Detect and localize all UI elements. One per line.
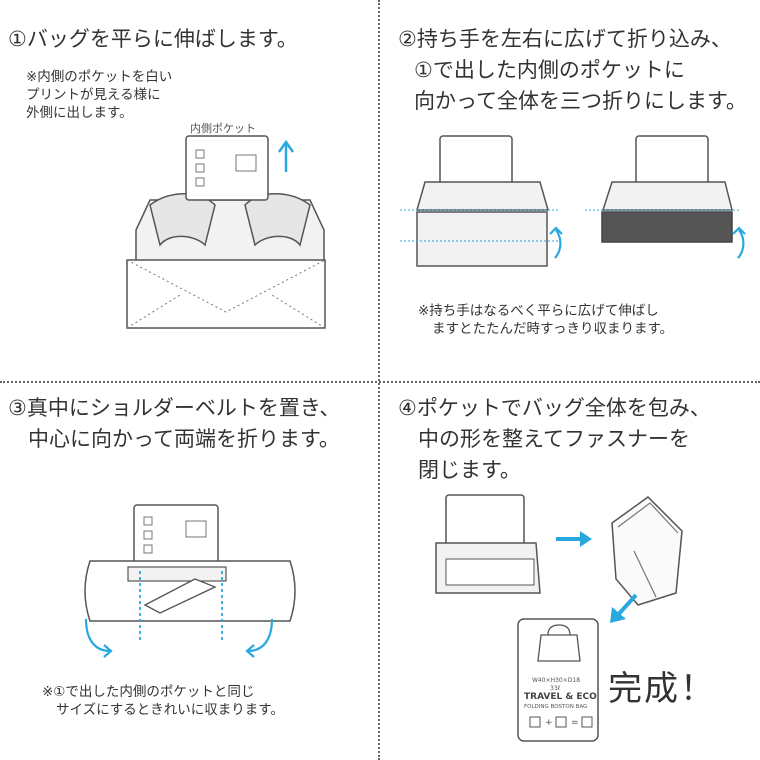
- bag-handle-left: [149, 193, 216, 247]
- step-3-title: ③真中にショルダーベルトを置き、 中心に向かって両端を折ります。: [8, 393, 340, 455]
- arrow-right-icon: [556, 531, 592, 547]
- arrow-up-icon: [277, 139, 295, 172]
- size-icons-equals: =: [571, 718, 579, 728]
- step-1-illustration: [126, 135, 326, 329]
- print-brand: TRAVEL & ECO: [524, 692, 597, 702]
- step-1-panel: ①バッグを平らに伸ばします。 ※内側のポケットを白い プリントが見える様に 外側…: [0, 0, 378, 381]
- size-icons: [529, 716, 593, 728]
- size-icons-plus: +: [545, 718, 553, 728]
- step-4-title: ④ポケットでバッグ全体を包み、 中の形を整えてファスナーを 閉じます。: [398, 393, 711, 486]
- step-3-illustration: [84, 504, 296, 658]
- inner-pocket: [133, 504, 219, 568]
- complete-label: 完成！: [608, 669, 716, 709]
- curved-arrow-icon: [84, 618, 113, 658]
- step-3-note: ※①で出した内側のポケットと同じ サイズにするときれいに収まります。: [42, 683, 284, 719]
- bag-flat-panel: [126, 259, 326, 329]
- print-size-sub: 33ℓ: [550, 685, 561, 692]
- step-3-title-line: ③真中にショルダーベルトを置き、: [8, 396, 341, 420]
- inner-pocket-label: 内側ポケット: [190, 122, 256, 135]
- bag-top-left: [416, 181, 549, 211]
- zipping-bag: [611, 496, 683, 606]
- step-2-title-line: ②持ち手を左右に広げて折り込み、: [398, 27, 732, 51]
- step-1-note-line: ※内側のポケットを白い: [26, 69, 173, 85]
- horizontal-divider: [0, 381, 760, 383]
- step-3-note-line: サイズにするときれいに収まります。: [56, 702, 284, 718]
- inner-pocket: [185, 135, 269, 201]
- step-4-title-line: 中の形を整えてファスナーを: [418, 427, 690, 451]
- bag-panel-folded: [601, 211, 733, 243]
- step-2-title: ②持ち手を左右に広げて折り込み、 ①で出した内側のポケットに 向かって全体を三つ…: [398, 24, 747, 117]
- print-subtitle: FOLDING BOSTON BAG: [524, 704, 588, 710]
- bag-top-strip: [127, 566, 227, 582]
- print-size-code: W40×H30×D18: [532, 677, 581, 684]
- step-2-title-line: 向かって全体を三つ折りにします。: [414, 89, 747, 113]
- completed-bag: [517, 618, 599, 742]
- step-2-panel: ②持ち手を左右に広げて折り込み、 ①で出した内側のポケットに 向かって全体を三つ…: [380, 0, 760, 381]
- pocket-print: [195, 149, 257, 187]
- step-2-note-line: ますとたたんだ時すっきり収まります。: [432, 321, 674, 337]
- step-3-panel: ③真中にショルダーベルトを置き、 中心に向かって両端を折ります。 ※①で出した内…: [0, 383, 378, 760]
- curved-arrow-icon: [549, 226, 563, 259]
- bag-fold-lines: [126, 259, 326, 329]
- step-4-panel: ④ポケットでバッグ全体を包み、 中の形を整えてファスナーを 閉じます。 + = …: [380, 383, 760, 760]
- wrapped-zipper: [445, 558, 535, 586]
- vertical-divider: [378, 0, 380, 760]
- zipping-bag-fold: [617, 502, 679, 598]
- bag-icon: [537, 624, 581, 662]
- step-2-note-line: ※持ち手はなるべく平らに広げて伸ばし: [418, 303, 659, 319]
- step-4-title-line: 閉じます。: [418, 458, 521, 482]
- arrow-down-left-icon: [610, 593, 638, 623]
- step-1-note-line: プリントが見える様に: [26, 87, 161, 103]
- step-2-illustration: [400, 135, 746, 267]
- step-1-note-line: 外側に出します。: [26, 105, 133, 121]
- step-2-note: ※持ち手はなるべく平らに広げて伸ばし ますとたたんだ時すっきり収まります。: [418, 302, 673, 338]
- step-2-title-line: ①で出した内側のポケットに: [414, 58, 685, 82]
- step-3-note-line: ※①で出した内側のポケットと同じ: [42, 684, 255, 700]
- step-1-note: ※内側のポケットを白い プリントが見える様に 外側に出します。: [26, 68, 172, 122]
- curved-arrow-icon: [245, 618, 274, 658]
- step-4-illustration: + =: [435, 494, 683, 742]
- shoulder-belt: [143, 578, 217, 614]
- pocket-print: [143, 516, 207, 554]
- step-1-title: ①バッグを平らに伸ばします。: [8, 27, 298, 51]
- step-3-title-line: 中心に向かって両端を折ります。: [28, 427, 340, 451]
- bag-panel-left: [416, 211, 548, 267]
- step-4-title-line: ④ポケットでバッグ全体を包み、: [398, 396, 711, 420]
- curved-arrow-icon: [732, 226, 746, 259]
- bag-top-right: [601, 181, 733, 211]
